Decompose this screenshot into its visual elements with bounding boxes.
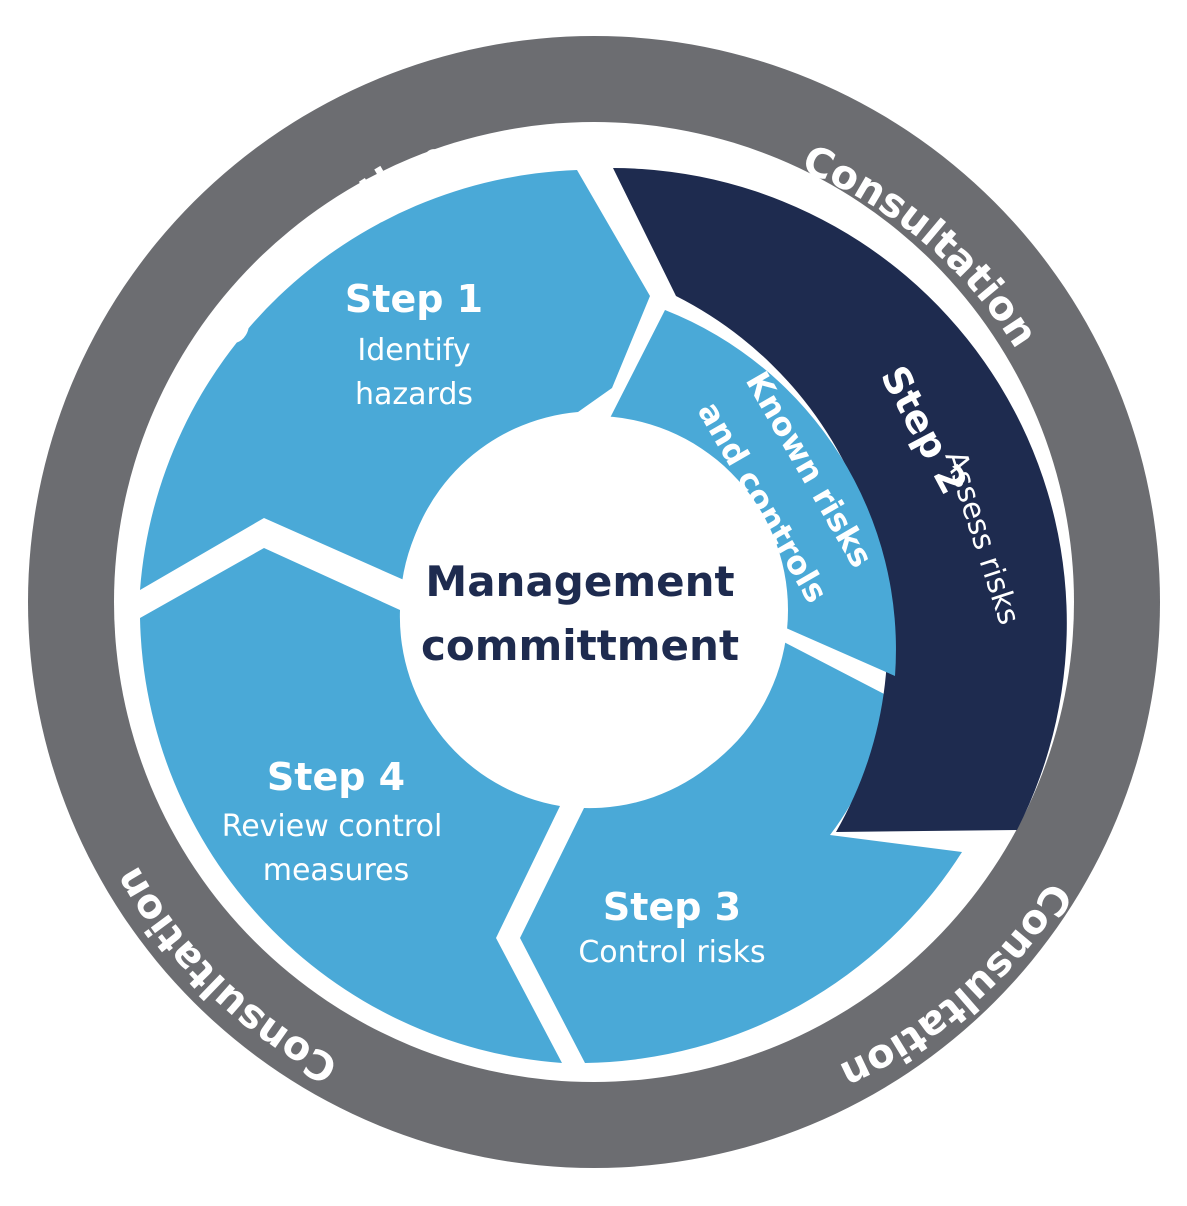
center-title-line1: Management (425, 557, 734, 606)
known-risks-segment[interactable] (610, 310, 896, 676)
step-1-title: Step 1 (345, 277, 483, 321)
step-3-desc: Control risks (578, 935, 765, 970)
step-1-desc-line2: hazards (355, 377, 473, 412)
step-4-segment[interactable] (140, 548, 562, 1063)
center-circle (400, 416, 788, 804)
center-title-line2: committment (421, 621, 739, 670)
step-4-title: Step 4 (267, 755, 405, 799)
step-3-segment[interactable] (520, 640, 962, 1063)
step-3-title: Step 3 (603, 885, 741, 929)
step-1-segment[interactable] (140, 170, 650, 590)
step-4-desc-line2: measures (263, 853, 409, 888)
step-4-desc-line1: Review control (222, 809, 443, 844)
step-1-desc-line1: Identify (357, 333, 470, 368)
step-2-segment[interactable] (613, 168, 1067, 832)
